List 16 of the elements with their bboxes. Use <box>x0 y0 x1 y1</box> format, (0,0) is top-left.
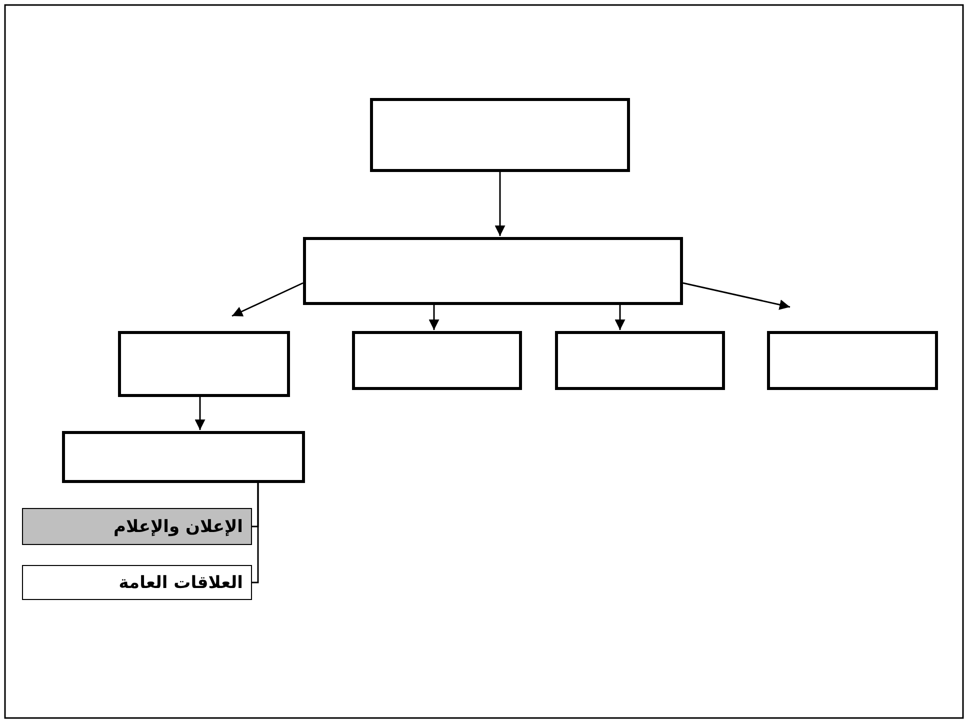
empty-box <box>303 237 683 305</box>
arrow <box>232 282 304 317</box>
arrow <box>194 397 206 430</box>
connector-line <box>252 483 259 584</box>
label-box: الإعلان والإعلام <box>22 508 252 545</box>
arrow <box>682 282 790 310</box>
arrow <box>428 305 440 330</box>
label-box: العلاقات العامة <box>22 565 252 600</box>
empty-box <box>352 331 522 390</box>
empty-box <box>62 431 305 483</box>
empty-box <box>555 331 725 390</box>
arrow <box>614 305 626 330</box>
arrow <box>494 172 506 236</box>
empty-box <box>118 331 290 397</box>
empty-box <box>767 331 938 390</box>
empty-box <box>370 98 630 172</box>
